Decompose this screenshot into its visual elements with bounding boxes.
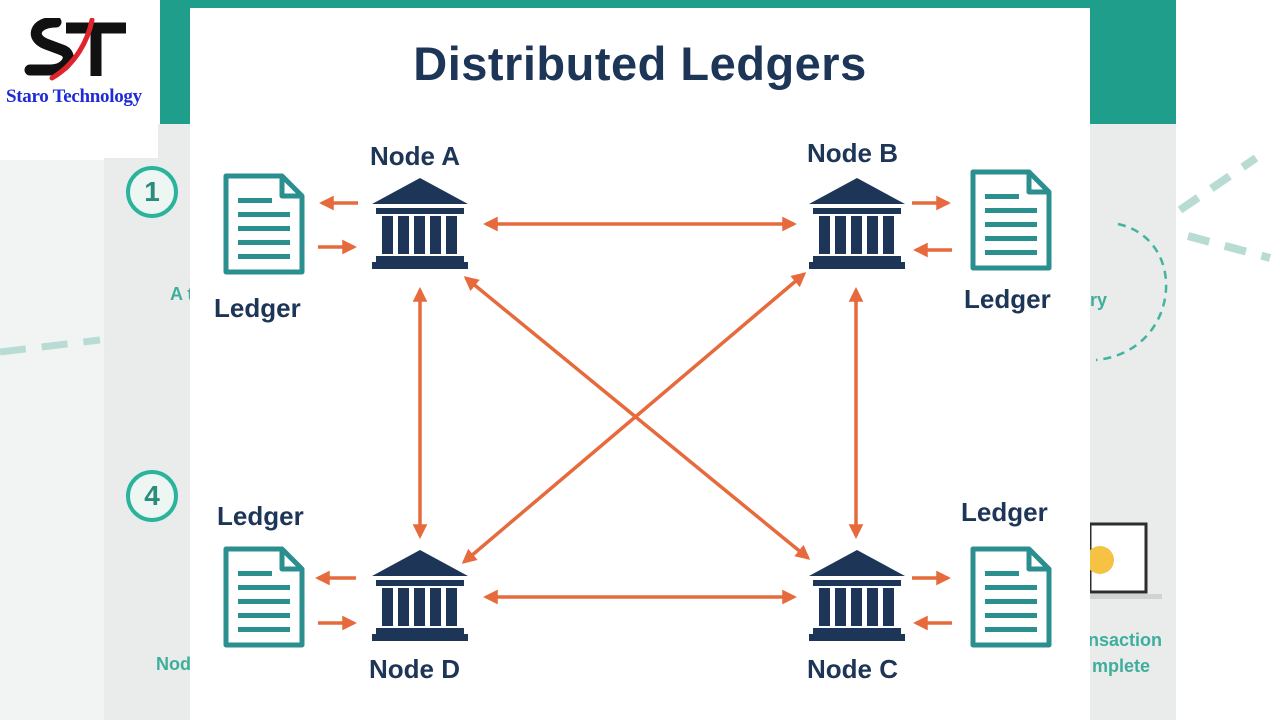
ledger-document-icon-b xyxy=(973,172,1049,268)
node-d-bank-icon xyxy=(372,550,468,641)
ghost-text-node: Node xyxy=(156,654,201,674)
ledger-document-icon-c xyxy=(973,549,1049,645)
logo-box: Staro Technology xyxy=(0,0,158,158)
dash-line-right-bottom xyxy=(1186,232,1272,262)
ledger-document-icon-d xyxy=(226,549,302,645)
step-circle-1: 1 xyxy=(126,166,178,218)
ghost-text-ry: ry xyxy=(1090,290,1108,310)
ledger-label-b: Ledger xyxy=(964,284,1051,314)
dash-line-right-top xyxy=(1177,154,1259,214)
node-b-bank-icon xyxy=(809,178,905,269)
step-circle-4: 4 xyxy=(126,470,178,522)
coin-icon xyxy=(1086,546,1114,574)
node-a-bank-icon xyxy=(372,178,468,269)
node-d-label: Node D xyxy=(369,654,460,684)
node-c-label: Node C xyxy=(807,654,898,684)
ghost-text-transaction: nsaction xyxy=(1088,630,1163,650)
node-b-label: Node B xyxy=(807,138,898,168)
dash-line-left xyxy=(0,336,101,356)
ledger-label-d: Ledger xyxy=(217,501,304,531)
ledger-label-a: Ledger xyxy=(214,293,301,323)
node-c-bank-icon xyxy=(809,550,905,641)
left-background-strip xyxy=(0,160,104,720)
diagram-title: Distributed Ledgers xyxy=(413,37,867,90)
laptop-base xyxy=(1088,594,1162,599)
ledger-label-c: Ledger xyxy=(961,497,1048,527)
connection-b-d xyxy=(461,272,807,564)
logo-mark-icon xyxy=(24,18,126,81)
ledger-document-icon-a xyxy=(226,176,302,272)
ghost-text-a: A t xyxy=(170,284,194,304)
ghost-text-complete: mplete xyxy=(1092,656,1151,676)
logo-text: Staro Technology xyxy=(6,86,142,107)
node-a-label: Node A xyxy=(370,141,461,171)
